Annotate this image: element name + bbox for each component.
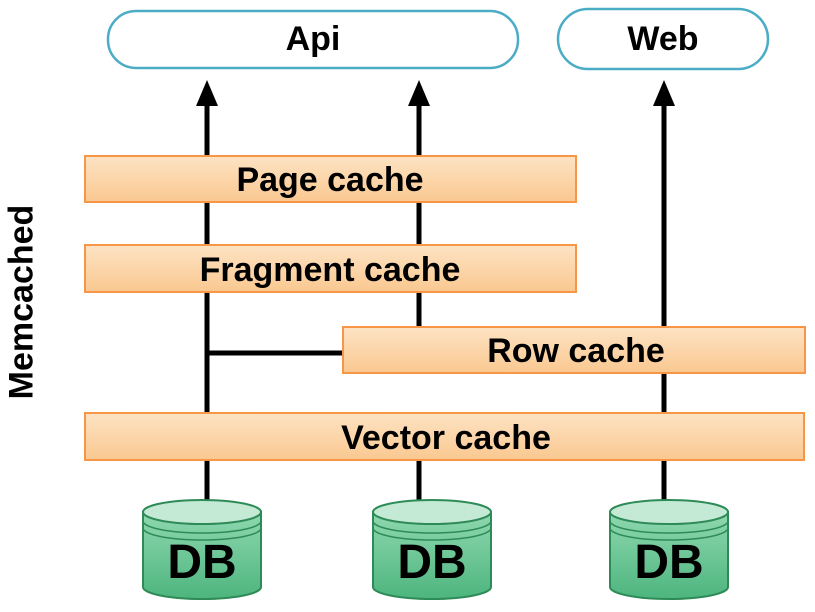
arrow-head-api-left — [196, 80, 218, 106]
database-3: DB — [609, 499, 729, 600]
cache-vector-box — [84, 412, 805, 461]
client-web: Web — [556, 7, 770, 71]
arrow-head-web — [653, 80, 675, 106]
cache-page-label: Page cache — [236, 161, 423, 199]
database-2-label: DB — [397, 536, 466, 589]
database-3-body — [609, 511, 729, 600]
cache-row-label: Row cache — [487, 332, 665, 370]
database-1-ring-2 — [142, 527, 262, 541]
database-2: DB — [372, 499, 492, 600]
database-3-top — [609, 499, 729, 525]
database-3-ring-2 — [609, 527, 729, 541]
client-api-label: Api — [286, 20, 341, 58]
database-1-body — [142, 511, 262, 600]
database-1-ring — [142, 520, 262, 534]
database-1-top — [142, 499, 262, 525]
database-2-body — [372, 511, 492, 600]
cache-vector-label: Vector cache — [341, 419, 551, 457]
arrow-heads — [196, 80, 675, 106]
client-web-shape — [556, 7, 770, 71]
cache-page-box — [84, 155, 577, 203]
cache-fragment-box — [84, 244, 577, 293]
cache-row: Row cache — [342, 326, 806, 374]
client-web-label: Web — [627, 20, 698, 58]
database-2-ring-2 — [372, 527, 492, 541]
arrow-head-api-right — [408, 80, 430, 106]
database-2-ring — [372, 520, 492, 534]
database-3-label: DB — [634, 536, 703, 589]
database-1: DB — [142, 499, 262, 600]
cache-fragment-label: Fragment cache — [200, 251, 461, 289]
database-3-ring — [609, 520, 729, 534]
client-api: Api — [106, 9, 520, 70]
cache-page: Page cache — [84, 155, 577, 203]
memcached-label: Memcached — [2, 204, 41, 400]
database-1-label: DB — [167, 536, 236, 589]
cache-row-box — [342, 326, 806, 374]
cache-fragment: Fragment cache — [84, 244, 577, 293]
client-api-shape — [106, 9, 520, 70]
database-2-top — [372, 499, 492, 525]
cache-vector: Vector cache — [84, 412, 805, 461]
